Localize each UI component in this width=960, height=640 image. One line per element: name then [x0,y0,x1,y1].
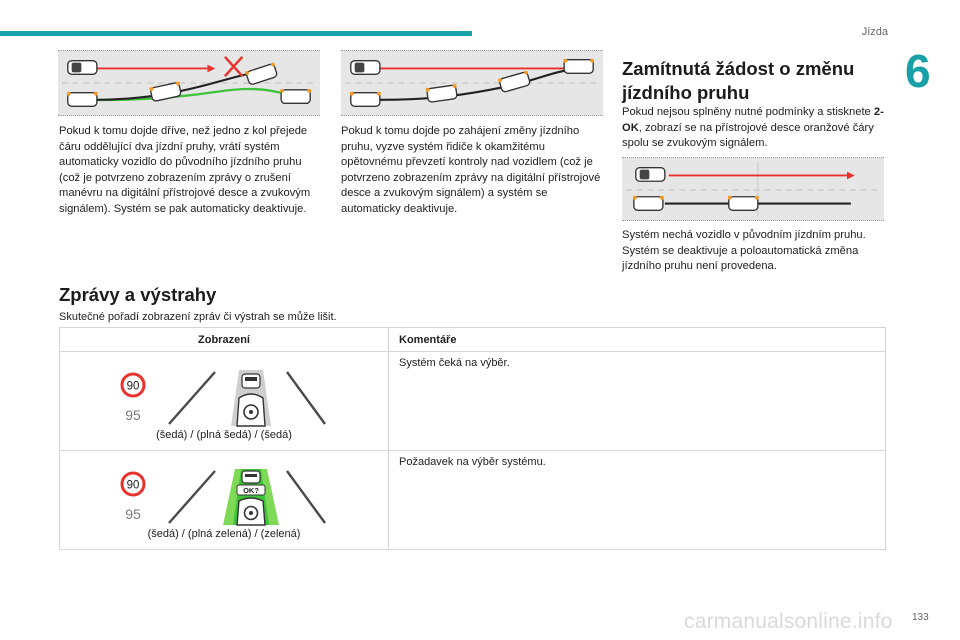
page-number: 133 [912,612,929,623]
ok-badge [236,484,266,496]
right-text-1-pre: Pokud nejsou splněny nutné podmínky a st… [622,106,874,118]
car-icon [350,60,381,75]
car-icon [245,62,278,85]
own-car-icon [236,393,266,427]
right-text-1-post: , zobrazí se na přístrojové desce oranžo… [622,121,874,150]
lane-diagram-2 [344,58,600,107]
table-row: 90 95 (šedá) / (plná šedá) / (šedá) Syst… [59,351,886,451]
speed-limit-sign-icon [120,471,146,497]
top-accent-bar [0,31,472,36]
column-header-display: Zobrazení [59,327,389,352]
figure-lane-change-rejected [622,157,884,221]
column-header-comments: Komentáře [388,327,886,352]
table-header-row: Zobrazení Komentáře [59,327,886,352]
button-label-2ok: 2-OK [622,106,884,134]
figure-lane-change-aborted [58,50,320,116]
messages-table: Zobrazení Komentáře 90 95 [59,327,886,550]
lane-diagram-3 [626,161,880,217]
left-paragraph: Pokud k tomu dojde dříve, než jedno z ko… [59,125,311,215]
watermark: carmanualsonline.info [684,610,893,633]
running-head: Jízda [861,26,888,38]
speed-limit-value: 90 [127,381,140,393]
car-icon [67,60,98,75]
middle-paragraph: Pokud k tomu dojde po zahájení změny jíz… [341,125,601,215]
messages-heading: Zprávy a výstrahy [59,284,217,305]
car-icon [727,195,759,211]
chapter-number: 6 [905,45,931,97]
right-paragraph-1: Pokud nejsou splněny nutné podmínky a st… [622,105,887,152]
own-car-icon [236,497,266,526]
cluster-display-grey: 90 95 [120,370,326,427]
right-paragraph-2: Systém nechá vozidlo v původním jízdním … [622,229,866,273]
speed-limit-value: 90 [127,480,140,492]
car-icon [563,58,595,74]
set-speed-value: 95 [125,506,141,522]
comment-cell: Systém čeká na výběr. [388,351,886,451]
car-icon [349,91,381,107]
lane-diagram-1 [61,56,317,107]
car-icon [632,195,664,211]
display-caption: (šedá) / (plná zelená) / (zelená) [147,528,301,540]
car-icon [498,70,531,93]
car-icon [635,167,666,182]
car-icon [66,91,98,107]
rejected-request-heading: Zamítnutá žádost o změnu jízdního pruhu [622,58,855,103]
messages-subtitle: Skutečné pořadí zobrazení zpráv či výstr… [59,311,337,323]
cluster-display-green: 90 95 OK? [120,469,326,526]
display-caption: (šedá) / (plná šedá) / (šedá) [156,429,292,441]
set-speed-value: 95 [125,407,141,423]
figure-lane-change-started [341,50,603,116]
display-cell: 90 95 (šedá) / (plná šedá) / (šedá) [59,351,389,451]
speed-limit-sign-icon [120,372,146,398]
table-row: 90 95 OK? (šedá) / (plná zelená) / [59,450,886,550]
comment-cell: Požadavek na výběr systému. [388,450,886,550]
ok-badge-text: OK? [243,486,259,495]
display-cell: 90 95 OK? (šedá) / (plná zelená) / [59,450,389,550]
car-icon [241,470,261,484]
car-icon [280,88,312,105]
car-icon [425,84,458,103]
car-icon [149,81,182,102]
car-icon [241,373,261,389]
